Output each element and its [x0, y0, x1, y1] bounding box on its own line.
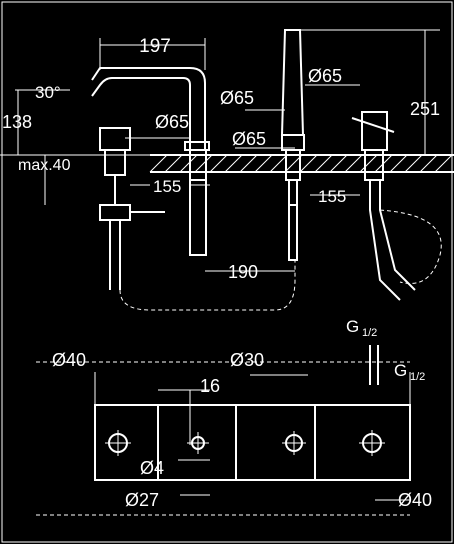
center-spacing-left-label: 155 [153, 177, 181, 196]
handshower-body [280, 29, 305, 206]
mounting-hole-right [359, 430, 385, 456]
handle-body [351, 111, 395, 181]
pin-hole-diameter-label: Ø4 [140, 458, 164, 478]
handle-base-diameter-label: Ø65 [220, 88, 254, 108]
max-deck-thickness-label: max.40 [18, 157, 71, 174]
hole-spacing-small-label: 16 [200, 376, 220, 396]
hole-diameter-outer-right-label: Ø40 [398, 490, 432, 510]
supply-lines [99, 175, 442, 385]
spout-body [91, 67, 210, 181]
center-spacing-right-label: 155 [318, 187, 346, 206]
mounting-hole-spout [187, 432, 209, 454]
hole-diameter-spout-label: Ø27 [125, 490, 159, 510]
base-to-spout-height-label: 138 [2, 112, 32, 132]
spout-base-diameter-label-2: Ø65 [232, 129, 266, 149]
dimension-lines [15, 29, 440, 272]
overall-height-label: 251 [410, 99, 440, 119]
hose-connection-thread-fraction: 1/2 [362, 327, 377, 339]
spout-base-diameter-label: Ø65 [155, 112, 189, 132]
supply-connection-thread-fraction: 1/2 [410, 371, 425, 383]
mounting-hole-handshower [282, 431, 306, 455]
hose-connection-distance-label: 190 [228, 262, 258, 282]
hole-diameter-outer-left-label: Ø40 [52, 350, 86, 370]
spout-angle-label: 30° [35, 83, 61, 102]
mounting-plan-view [36, 361, 411, 516]
hole-diameter-middle-label: Ø30 [230, 350, 264, 370]
handshower-diameter-label: Ø65 [308, 66, 342, 86]
spout-reach-label: 197 [139, 36, 171, 57]
supply-connection-thread-label: G [394, 361, 407, 380]
hose-connection-thread-label: G [346, 317, 359, 336]
mounting-hole-left [105, 430, 131, 456]
